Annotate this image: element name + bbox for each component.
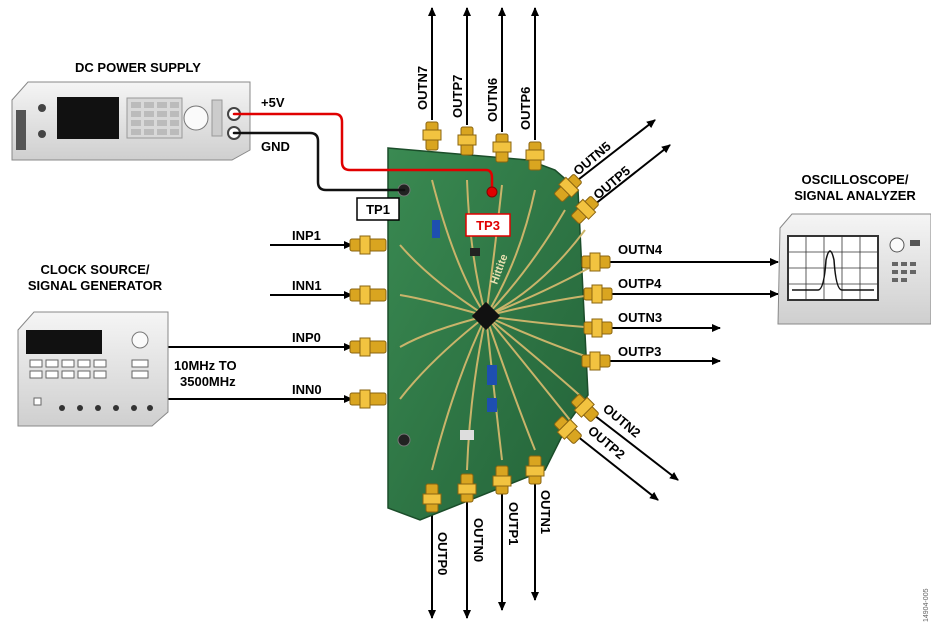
sma-outn4 [581,252,611,272]
inn1-label: INN1 [292,278,322,293]
tp3-post [486,186,498,198]
tp1-label: TP1 [366,202,390,217]
oscilloscope [777,213,931,325]
frequency-range-line2: 3500MHz [180,374,236,389]
sma-outp5 [571,196,599,224]
tp3-callout: TP3 [465,213,511,237]
signal-generator [17,311,169,427]
sma-inp0 [349,337,387,357]
inn0-label: INN0 [292,382,322,397]
jumper-1 [432,220,440,238]
outn6-label: OUTN6 [485,78,500,122]
signal-generator-knob-icon [131,331,149,349]
plus-5v-wire [232,112,494,192]
jumper-2 [487,365,497,385]
evaluation-board: Hittite [387,147,601,521]
sma-connectors [349,121,613,513]
outn3-label: OUTN3 [618,310,662,325]
gnd-wire [232,131,406,192]
sma-outn2 [571,394,599,422]
inp0-label: INP0 [292,330,321,345]
outp5-label: OUTP5 [590,163,633,202]
component-2 [460,430,474,440]
clock-source-title-line2: SIGNAL GENERATOR [28,278,163,293]
sma-outp4 [583,284,613,304]
signal-generator-ports [59,405,153,411]
outp4-label: OUTP4 [618,276,662,291]
sma-outp2 [554,416,582,444]
outn5-arrow [564,119,656,191]
sma-inp1 [349,235,387,255]
outp6-label: OUTP6 [518,87,533,130]
component-1 [470,248,480,256]
sma-outn6 [492,133,512,163]
inp1-label: INP1 [292,228,321,243]
signal-arrows [168,7,779,619]
tp3-label: TP3 [476,218,500,233]
clock-buffer-chip [471,301,501,331]
dc-power-supply [11,81,251,161]
dc-power-supply-title: DC POWER SUPPLY [75,60,201,75]
tp1-callout: TP1 [356,197,400,221]
oscilloscope-title-line2: SIGNAL ANALYZER [794,188,916,203]
jumper-3 [487,398,497,412]
sma-outp6 [525,141,545,171]
outp3-label: OUTP3 [618,344,661,359]
outp0-label: OUTP0 [435,532,450,575]
outp1-label: OUTP1 [506,502,521,545]
outn0-label: OUTN0 [471,518,486,562]
sma-inn0 [349,389,387,409]
outp2-arrow [571,431,659,501]
signal-generator-body [17,311,169,427]
sma-outn7 [422,121,442,151]
sma-outn3 [583,318,613,338]
signal-generator-display [26,330,102,354]
outp7-label: OUTP7 [450,75,465,118]
outn2-arrow [589,411,679,481]
oscilloscope-waveform [792,250,874,291]
gnd-label: GND [261,139,290,154]
sma-outn5 [554,174,582,202]
dc-supply-knob-icon [183,105,209,131]
outp5-arrow [584,144,671,213]
sma-outp3 [581,351,611,371]
plus-5v-label: +5V [261,95,285,110]
outn4-label: OUTN4 [618,242,663,257]
oscilloscope-title-line1: OSCILLOSCOPE/ [802,172,909,187]
dc-supply-keypad [126,97,183,139]
sma-outn1 [525,455,545,485]
sma-outp0 [422,483,442,513]
frequency-range-line1: 10MHz TO [174,358,237,373]
sma-outp7 [457,126,477,156]
figure-id: 14904-005 [923,588,930,622]
signal-generator-buttons [29,359,149,406]
sma-outp1 [492,465,512,495]
dc-supply-screen [57,97,119,139]
outn7-label: OUTN7 [415,66,430,110]
sma-outn0 [457,473,477,503]
gnd-post [397,433,411,447]
oscilloscope-knob-icon [889,237,905,253]
outn1-label: OUTN1 [538,490,553,534]
clock-source-title-line1: CLOCK SOURCE/ [40,262,149,277]
sma-inn1 [349,285,387,305]
